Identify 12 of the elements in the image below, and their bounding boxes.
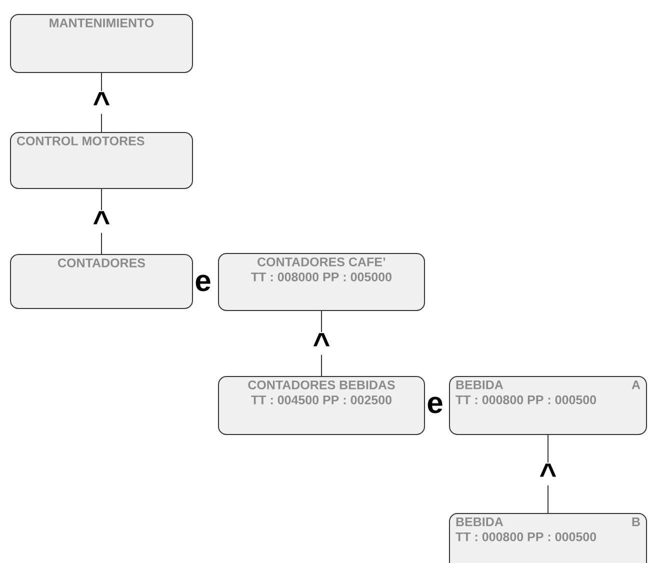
connector-line <box>101 188 102 254</box>
enter-key-symbol: e <box>428 396 442 414</box>
menu-box: CONTADORES BEBIDAS TT : 004500 PP : 002500 <box>218 376 425 435</box>
menu-box: MANTENIMIENTO <box>10 14 193 73</box>
menu-box: BEBIDA A TT : 000800 PP : 000500 <box>449 376 647 435</box>
menu-box: CONTROL MOTORES <box>10 132 193 189</box>
connector-line <box>321 310 322 376</box>
enter-key-symbol: e <box>196 274 210 292</box>
menu-box: BEBIDA B TT : 000800 PP : 000500 <box>449 513 647 563</box>
connector-line <box>101 72 102 132</box>
menu-box: CONTADORES <box>10 254 193 309</box>
menu-box: CONTADORES CAFE’ TT : 008000 PP : 005000 <box>218 253 425 311</box>
